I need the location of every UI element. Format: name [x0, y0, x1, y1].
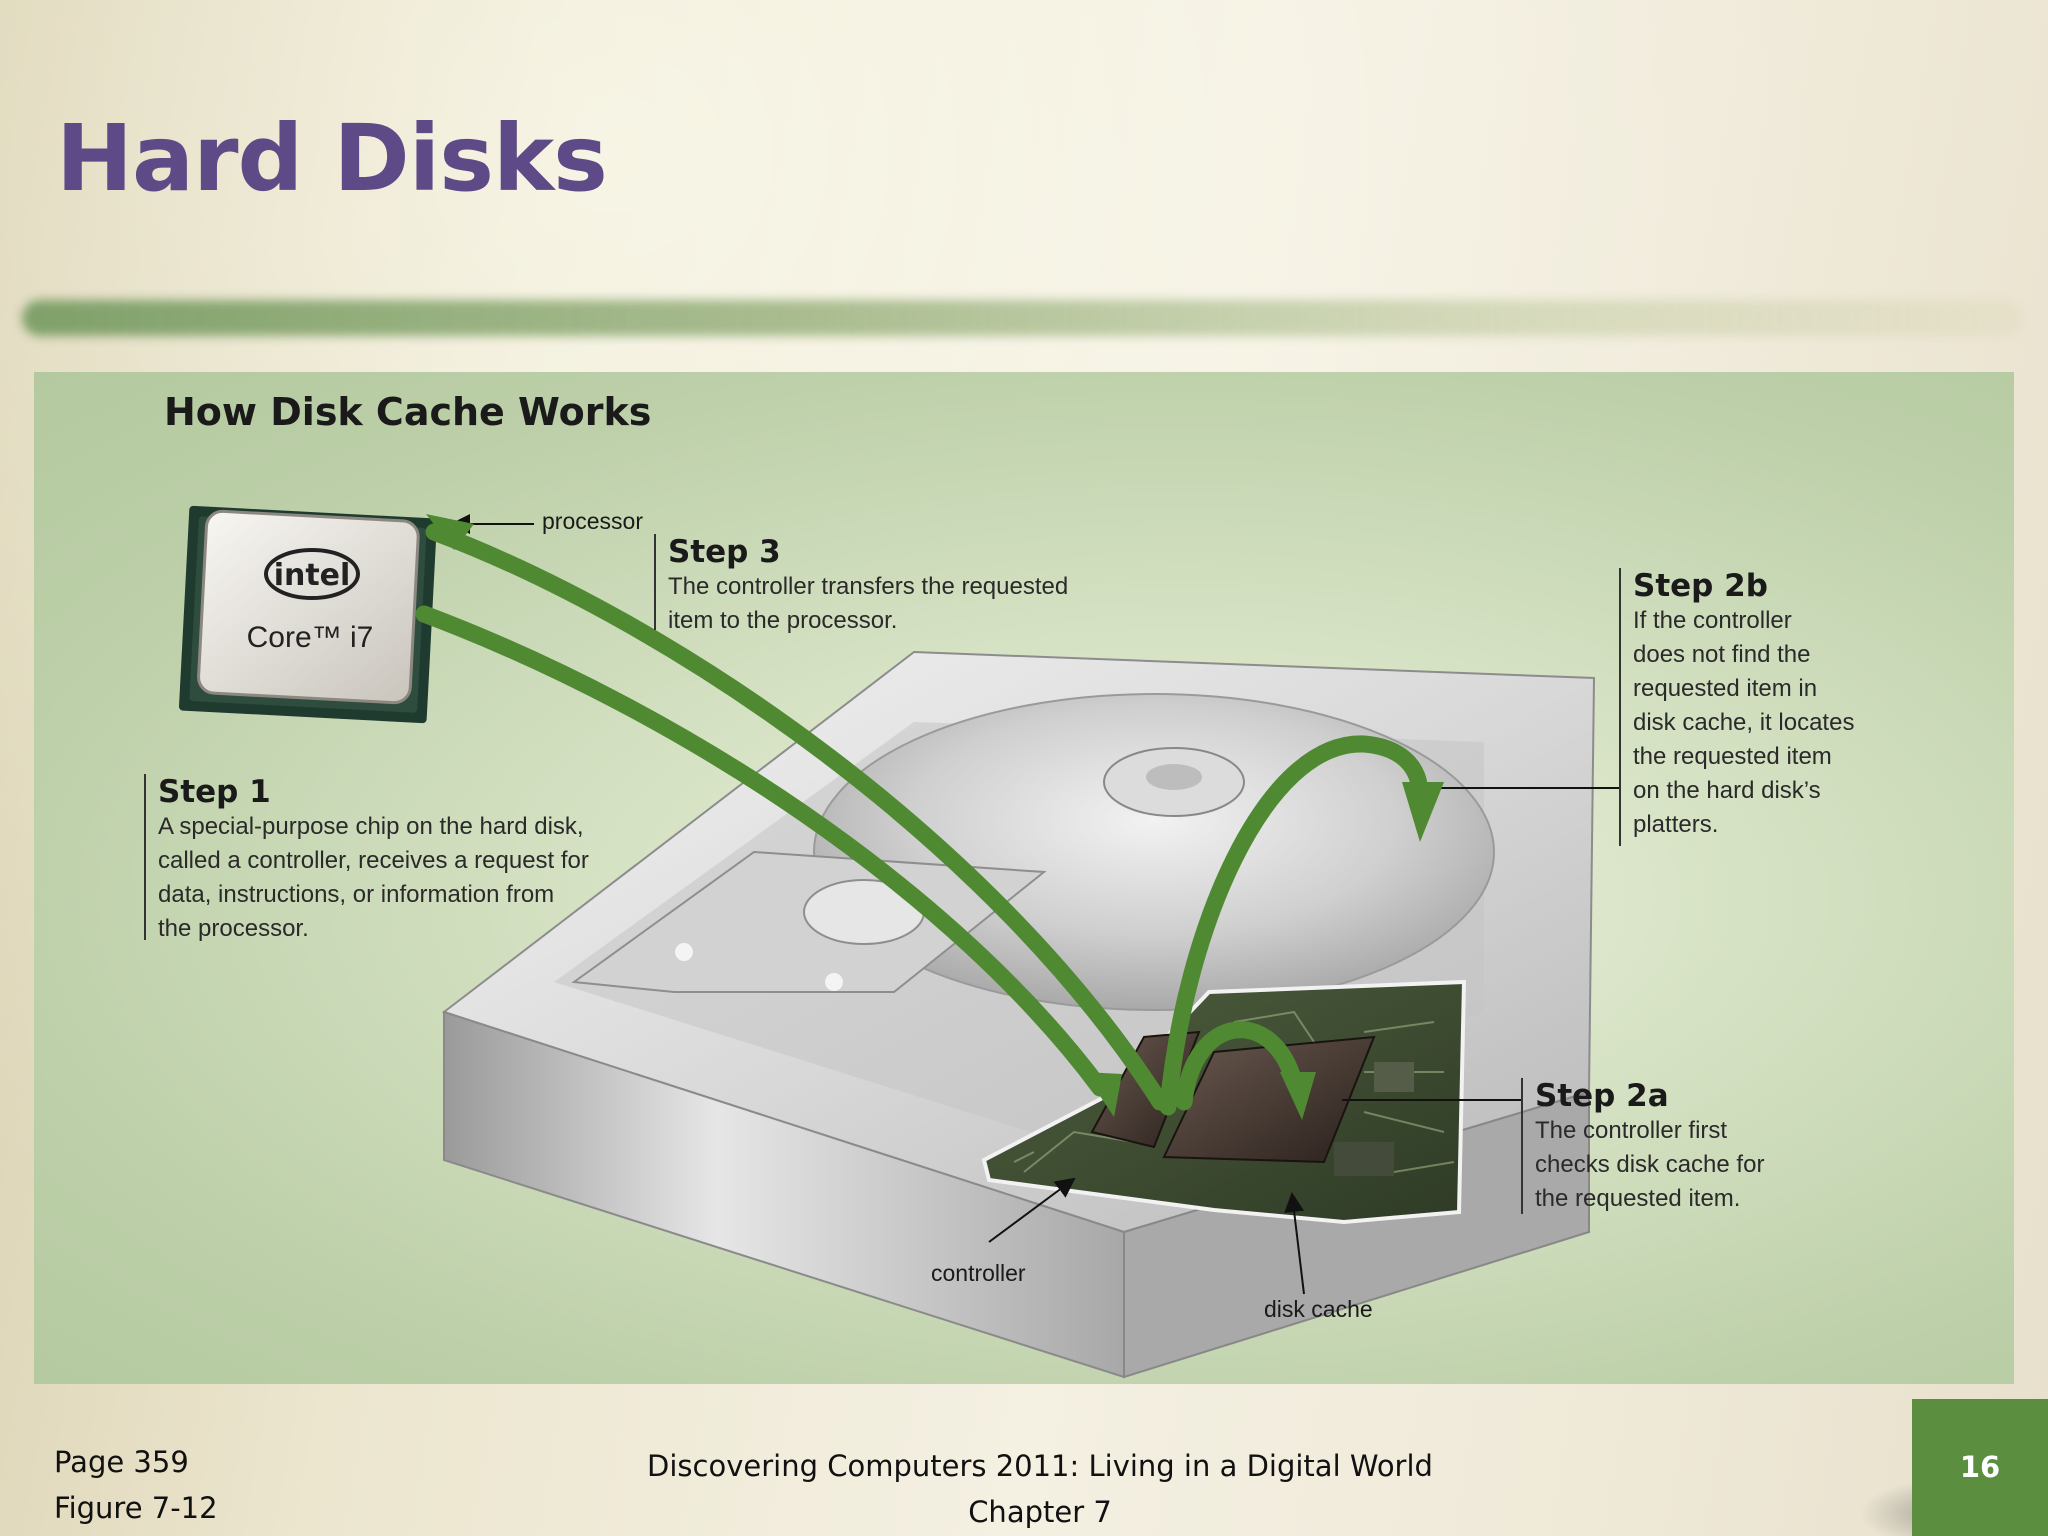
actuator-arm: [571, 850, 1047, 993]
chip-model-label: Core™ i7: [247, 621, 374, 654]
hard-disk-illustration: intel Core™ i7: [178, 505, 1619, 1379]
disk-cache-callout: disk cache: [1264, 1296, 1373, 1322]
step-1-title: Step 1: [158, 774, 271, 810]
arrow-step-2b-to-platter: [1159, 735, 1429, 1116]
controller-callout: controller: [931, 1260, 1026, 1286]
step-2b-line: does not find the: [1633, 641, 1811, 668]
disk-cache-figure: intel Core™ i7 How Disk Cache Works proc…: [34, 372, 2014, 1384]
arrowhead-platter: [1402, 782, 1444, 842]
chip-brand-label: intel: [274, 558, 351, 593]
arrow-step-3-to-processor: [425, 523, 1169, 1111]
footer-page-ref: Page 359: [54, 1445, 189, 1479]
footer-source: Page 359 Figure 7-12: [54, 1439, 218, 1531]
slide-number: 16: [1912, 1399, 2048, 1536]
step-1-line: the processor.: [158, 915, 309, 942]
step-3-block: Step 3 The controller transfers the requ…: [654, 534, 1069, 634]
step-2b-line: on the hard disk’s: [1633, 777, 1821, 804]
arrowhead-processor: [426, 514, 474, 550]
footer-book: Discovering Computers 2011: Living in a …: [600, 1443, 1480, 1535]
step-1-line: data, instructions, or information from: [158, 881, 555, 908]
arrowhead-cache: [1280, 1072, 1316, 1120]
step-2a-line: the requested item.: [1535, 1185, 1741, 1212]
step-2b-title: Step 2b: [1633, 568, 1768, 604]
arrowhead-controller: [1084, 1072, 1122, 1117]
disk-platter: [813, 693, 1495, 1011]
step-2b-block: Step 2b If the controller does not find …: [1619, 568, 1854, 846]
step-2b-line: the requested item: [1633, 743, 1832, 770]
step-3-line: The controller transfers the requested: [668, 573, 1069, 600]
arrow-step-2a-to-cache: [1175, 1021, 1303, 1111]
processor-chip: intel Core™ i7: [178, 505, 437, 724]
step-2a-line: checks disk cache for: [1535, 1151, 1765, 1178]
step-2a-line: The controller first: [1535, 1117, 1728, 1144]
step-2a-title: Step 2a: [1535, 1078, 1669, 1114]
slide-title: Hard Disks: [56, 105, 608, 212]
step-2b-line: disk cache, it locates: [1633, 709, 1855, 736]
footer-book-title: Discovering Computers 2011: Living in a …: [647, 1449, 1433, 1483]
callout-lines: [450, 514, 1619, 1295]
figure-title: How Disk Cache Works: [164, 390, 652, 434]
step-1-line: A special-purpose chip on the hard disk,: [158, 813, 584, 840]
step-1-block: Step 1 A special-purpose chip on the har…: [144, 774, 589, 942]
disk-cache-chip: [1162, 1035, 1376, 1164]
title-divider-bar: [22, 300, 2022, 336]
step-2a-block: Step 2a The controller first checks disk…: [1521, 1078, 1764, 1214]
processor-callout: processor: [542, 508, 643, 534]
step-2b-line: platters.: [1633, 811, 1719, 838]
arrowheads: [426, 514, 1444, 1120]
step-3-title: Step 3: [668, 534, 781, 570]
step-2b-line: requested item in: [1633, 675, 1818, 702]
data-flow-arrows: [415, 523, 1429, 1116]
step-2b-line: If the controller: [1633, 607, 1792, 634]
arrow-step-1-request: [415, 605, 1109, 1097]
footer-chapter: Chapter 7: [968, 1495, 1112, 1529]
step-3-line: item to the processor.: [668, 607, 898, 634]
step-1-line: called a controller, receives a request …: [158, 847, 589, 874]
footer-figure-ref: Figure 7-12: [54, 1491, 218, 1525]
